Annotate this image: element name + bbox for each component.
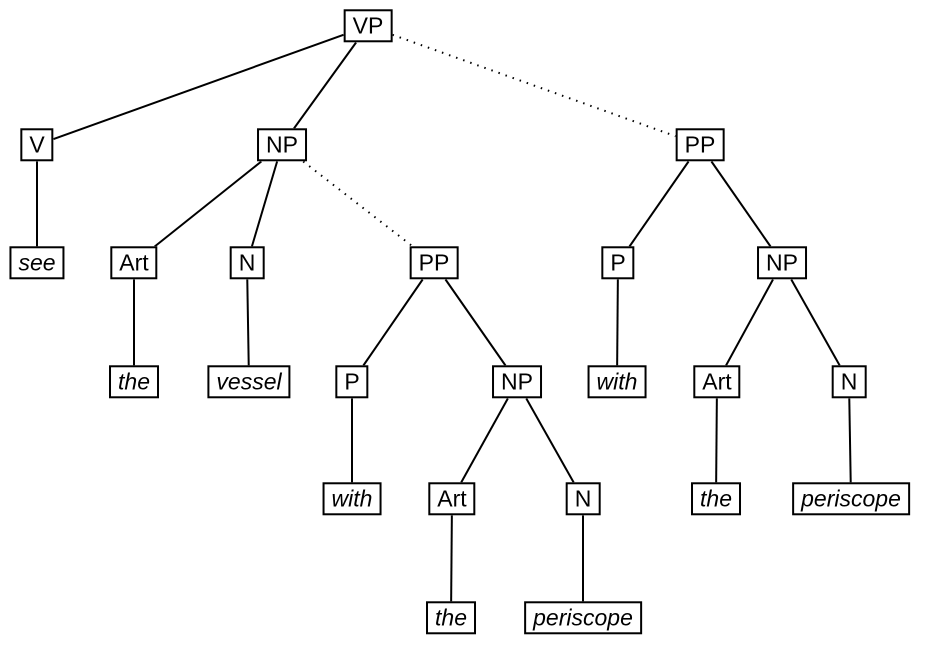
tree-node-the1: the xyxy=(109,365,159,399)
edge-art3-the3 xyxy=(715,398,718,483)
edge-p2-with2 xyxy=(616,279,619,366)
tree-node-vessel: vessel xyxy=(207,365,291,399)
tree-node-np3: NP xyxy=(757,246,807,280)
tree-node-n2: N xyxy=(565,482,601,516)
edge-np1-pp1-alternative xyxy=(302,160,414,248)
tree-node-v: V xyxy=(20,128,54,162)
edge-np2-n2 xyxy=(525,398,575,483)
edge-vp-np1 xyxy=(293,41,357,130)
tree-node-the3: the xyxy=(691,482,741,516)
tree-node-np1: NP xyxy=(257,128,307,162)
tree-node-pp1: PP xyxy=(409,246,459,280)
tree-node-vp: VP xyxy=(343,9,393,43)
edge-n1-vessel xyxy=(246,279,250,366)
edge-n3-periscope2 xyxy=(848,398,852,483)
edge-np3-art3 xyxy=(725,279,774,366)
edge-vp-pp2-alternative xyxy=(392,33,676,138)
tree-node-np2: NP xyxy=(492,365,542,399)
edge-np1-art1 xyxy=(154,160,262,248)
tree-node-n3: N xyxy=(831,365,867,399)
edge-np3-n3 xyxy=(790,279,841,366)
tree-node-art1: Art xyxy=(110,246,158,280)
tree-node-with2: with xyxy=(587,365,647,399)
edge-pp1-np2 xyxy=(444,278,507,367)
edge-pp1-p1 xyxy=(362,278,424,367)
tree-node-with1: with xyxy=(322,482,382,516)
tree-node-the2: the xyxy=(426,601,476,635)
edge-vp-v xyxy=(53,33,344,141)
tree-node-see: see xyxy=(9,246,65,280)
edge-pp2-np3 xyxy=(710,160,772,248)
edge-pp2-p2 xyxy=(628,160,690,248)
tree-node-n1: N xyxy=(229,246,265,280)
tree-node-periscope1: periscope xyxy=(524,601,642,635)
edge-np1-n1 xyxy=(250,161,279,247)
tree-node-pp2: PP xyxy=(675,128,725,162)
tree-node-p1: P xyxy=(335,365,369,399)
tree-node-p2: P xyxy=(601,246,635,280)
tree-node-art3: Art xyxy=(693,365,741,399)
edge-art2-the2 xyxy=(450,515,453,602)
tree-node-periscope2: periscope xyxy=(792,482,910,516)
edge-np2-art2 xyxy=(460,398,509,483)
tree-node-art2: Art xyxy=(428,482,476,516)
